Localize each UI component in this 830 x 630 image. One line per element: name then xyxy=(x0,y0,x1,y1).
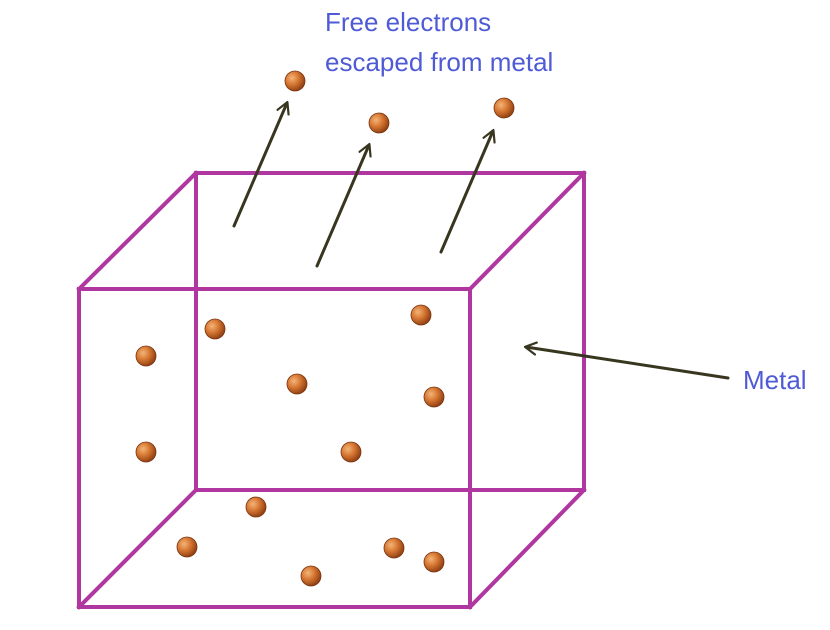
metal-label: Metal xyxy=(743,365,807,395)
electron-sphere-icon xyxy=(493,97,515,119)
electron-sphere-icon xyxy=(135,345,157,367)
metal-box-edge-top-right xyxy=(467,170,587,292)
electrons-group xyxy=(135,70,515,587)
electron-sphere-icon xyxy=(204,318,226,340)
electron-sphere-icon xyxy=(300,565,322,587)
electron-sphere-icon xyxy=(286,373,308,395)
metal-box-edge-top-left xyxy=(76,170,199,292)
electron-sphere-icon xyxy=(423,386,445,408)
electron-sphere-icon xyxy=(135,441,157,463)
electron-sphere-icon xyxy=(410,304,432,326)
escape-arrows xyxy=(232,103,493,268)
free-electrons-label-line-2: escaped from metal xyxy=(325,47,554,77)
electron-sphere-icon xyxy=(340,441,362,463)
electron-sphere-icon xyxy=(383,537,405,559)
escape-arrow-1 xyxy=(232,103,287,228)
free-electrons-label-line-1: Free electrons xyxy=(325,7,492,37)
electron-sphere-icon xyxy=(284,70,306,92)
electron-sphere-icon xyxy=(176,536,198,558)
metal-pointer-arrow xyxy=(526,347,730,380)
metal-box-edge-bottom-right xyxy=(467,487,587,610)
metal-box-front-face xyxy=(77,287,472,609)
escape-arrow-2 xyxy=(315,145,369,268)
electron-sphere-icon xyxy=(368,112,390,134)
free-electrons-label: Free electrons escaped from metal xyxy=(325,2,553,82)
metal-box xyxy=(76,170,587,610)
metal-box-back-face xyxy=(194,171,586,492)
electron-sphere-icon xyxy=(245,496,267,518)
electron-sphere-icon xyxy=(423,551,445,573)
escape-arrow-3 xyxy=(439,131,493,254)
metal-box-edge-bottom-left xyxy=(76,487,199,610)
